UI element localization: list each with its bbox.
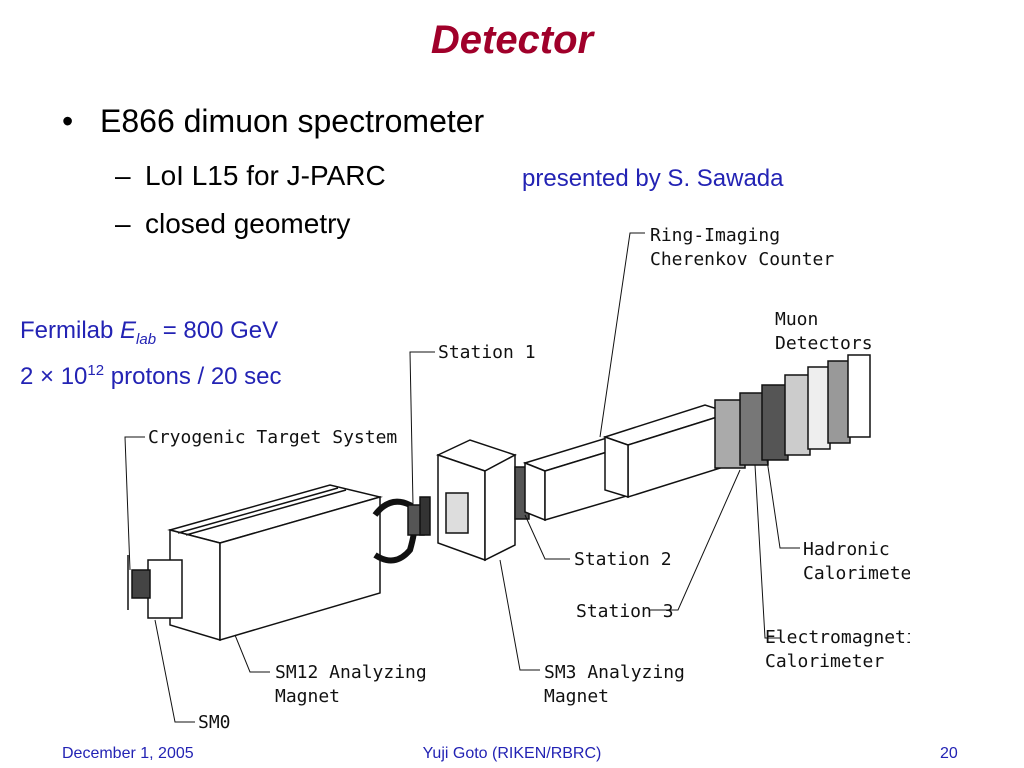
main-bullet: • E866 dimuon spectrometer <box>62 103 484 140</box>
slide-title: Detector <box>430 18 594 62</box>
em-label-line1: Electromagnetic <box>765 627 910 648</box>
beam-energy-prefix: Fermilab <box>20 317 121 344</box>
station-1-label: Station 1 <box>438 342 536 363</box>
sm12-label-line2: Magnet <box>275 686 340 707</box>
muon-detectors <box>784 354 871 456</box>
beam-energy-value: = 800 GeV <box>156 317 279 344</box>
presented-by: presented by S. Sawada <box>522 165 784 192</box>
sm0-magnet <box>127 555 183 619</box>
sub-item-text: closed geometry <box>145 208 351 239</box>
intensity-exponent: 12 <box>87 361 105 379</box>
hadronic-label-line1: Hadronic <box>803 539 890 560</box>
footer-date: December 1, 2005 <box>62 745 194 762</box>
footer-author: Yuji Goto (RIKEN/RBRC) <box>422 745 602 762</box>
muon-label-line1: Muon <box>775 309 818 330</box>
energy-symbol: E <box>120 317 137 344</box>
rich-counter <box>602 404 733 499</box>
sm3-magnet <box>435 439 517 562</box>
hadronic-label-line2: Calorimeter <box>803 563 910 584</box>
energy-subscript: lab <box>136 330 157 348</box>
beam-parameters: Fermilab Elab = 800 GeV 2 × 1012 protons… <box>20 315 282 392</box>
rich-label-line2: Cherenkov Counter <box>650 249 834 270</box>
bullet-marker: • <box>62 103 74 139</box>
dash-marker: – <box>115 208 131 239</box>
spectrometer-diagram: Ring-Imaging Cherenkov Counter Muon Dete… <box>124 225 910 733</box>
sub-item-loi: –LoI L15 for J-PARC <box>115 160 386 192</box>
bullet-text: E866 dimuon spectrometer <box>100 103 485 139</box>
sub-item-geometry: –closed geometry <box>115 208 350 240</box>
intensity-unit: protons / 20 sec <box>104 362 282 390</box>
intensity-mantissa: 2 × 10 <box>20 362 88 390</box>
dash-marker: – <box>115 160 131 191</box>
sm3-label-line2: Magnet <box>544 686 609 707</box>
station-3-label: Station 3 <box>576 601 674 622</box>
footer-page-number: 20 <box>940 745 958 762</box>
sm3-label-line1: SM3 Analyzing <box>544 662 685 683</box>
muon-label-line2: Detectors <box>775 333 873 354</box>
beam-intensity-line: 2 × 1012 protons / 20 sec <box>20 355 282 392</box>
sm0-label: SM0 <box>198 712 231 733</box>
em-label-line2: Calorimeter <box>765 651 884 672</box>
sm12-magnet <box>167 484 383 642</box>
sm12-label-line1: SM12 Analyzing <box>275 662 427 683</box>
station-2-label: Station 2 <box>574 549 672 570</box>
rich-label-line1: Ring-Imaging <box>650 225 780 246</box>
target-label: Cryogenic Target System <box>148 427 397 448</box>
station-1-chambers <box>407 496 431 536</box>
beam-energy-line: Fermilab Elab = 800 GeV <box>20 315 282 355</box>
sub-item-text: LoI L15 for J-PARC <box>145 160 386 191</box>
calorimeter-stack <box>714 384 789 469</box>
